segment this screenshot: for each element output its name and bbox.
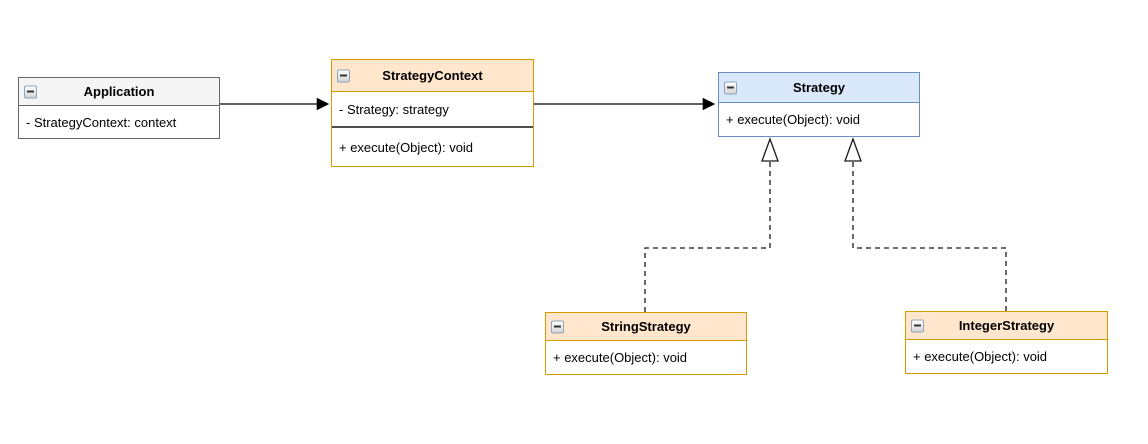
- class-stringstrategy-header: StringStrategy: [546, 313, 746, 341]
- collapse-minus-icon[interactable]: [337, 69, 350, 82]
- class-strategy-title: Strategy: [792, 80, 846, 95]
- class-strategy-method: + execute(Object): void: [726, 112, 861, 127]
- class-integerstrategy[interactable]: IntegerStrategy + execute(Object): void: [905, 311, 1108, 374]
- class-strategycontext[interactable]: StrategyContext - Strategy: strategy + e…: [331, 59, 534, 167]
- class-stringstrategy-method: + execute(Object): void: [553, 350, 688, 365]
- class-strategycontext-attribute: - Strategy: strategy: [339, 101, 449, 117]
- class-application[interactable]: Application - StrategyContext: context: [18, 77, 220, 139]
- collapse-minus-icon[interactable]: [24, 85, 37, 98]
- realization-integerstrategy-to-strategy[interactable]: [852, 162, 1007, 311]
- collapse-minus-icon[interactable]: [551, 320, 564, 333]
- class-strategy[interactable]: Strategy + execute(Object): void: [718, 72, 920, 137]
- class-integerstrategy-method: + execute(Object): void: [913, 349, 1048, 364]
- attribute-method-divider: [332, 126, 533, 128]
- realization-stringstrategy-to-strategy[interactable]: [644, 162, 771, 312]
- class-stringstrategy-title: StringStrategy: [601, 319, 691, 334]
- collapse-minus-icon[interactable]: [724, 81, 737, 94]
- realization-hollow-triangle-left[interactable]: [761, 137, 779, 162]
- class-strategycontext-method: + execute(Object): void: [339, 139, 474, 155]
- class-stringstrategy[interactable]: StringStrategy + execute(Object): void: [545, 312, 747, 375]
- class-strategy-header: Strategy: [719, 73, 919, 103]
- class-application-attribute: - StrategyContext: context: [26, 114, 177, 130]
- class-application-header: Application: [19, 78, 219, 106]
- realization-hollow-triangle-right[interactable]: [844, 137, 862, 162]
- class-integerstrategy-title: IntegerStrategy: [958, 318, 1055, 333]
- class-strategycontext-header: StrategyContext: [332, 60, 533, 92]
- class-application-title: Application: [83, 84, 155, 99]
- class-integerstrategy-header: IntegerStrategy: [906, 312, 1107, 340]
- class-strategycontext-title: StrategyContext: [382, 68, 483, 83]
- collapse-minus-icon[interactable]: [911, 319, 924, 332]
